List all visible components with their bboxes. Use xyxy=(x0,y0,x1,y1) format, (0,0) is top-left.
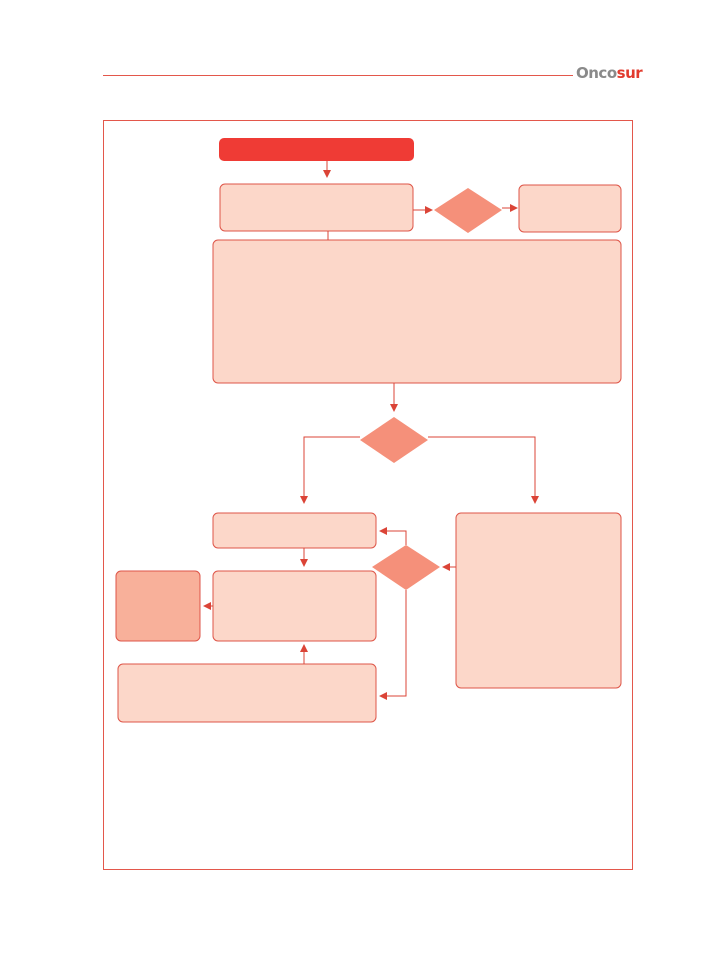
title-bar xyxy=(219,138,414,161)
header-rule xyxy=(103,75,573,76)
arrow-lower-diamond-to-bottom xyxy=(379,590,407,700)
arrow-diamond-to-left-branch xyxy=(300,436,360,504)
box-left-branch-top xyxy=(212,512,377,549)
box-right-branch xyxy=(455,512,622,689)
logo-text-onco: Onco xyxy=(576,64,617,82)
arrow-diamond-to-right-branch xyxy=(428,436,539,504)
box-top-right xyxy=(518,184,622,233)
logo-text-sur: sur xyxy=(616,64,643,82)
decision-diamond-middle xyxy=(360,417,428,463)
flowchart-frame xyxy=(103,120,633,870)
decision-diamond-lower xyxy=(372,545,440,590)
decision-diamond-top xyxy=(434,188,502,233)
box-far-left-outcome xyxy=(115,570,201,642)
box-initial xyxy=(219,183,414,232)
oncosur-logo: Oncosur xyxy=(576,64,643,86)
box-large-description xyxy=(212,239,622,384)
arrow-lower-diamond-to-left-top xyxy=(379,527,407,545)
box-left-branch-middle xyxy=(212,570,377,642)
box-bottom-wide xyxy=(117,663,377,723)
